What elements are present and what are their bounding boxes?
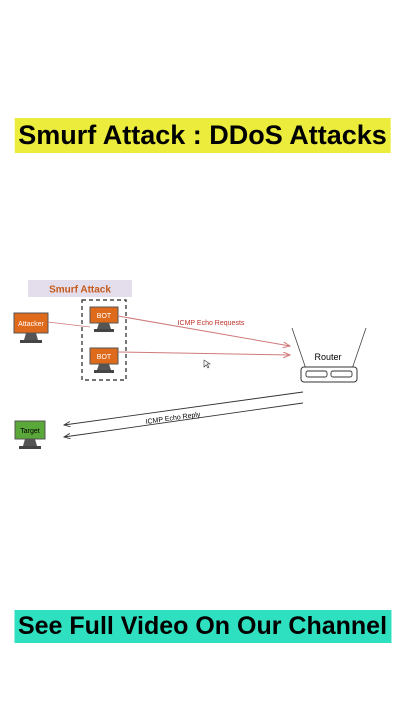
bot-1-label: BOT [97, 313, 112, 320]
router-icon [291, 327, 367, 383]
request-arrow-2 [117, 351, 290, 355]
title-banner: Smurf Attack : DDoS Attacks [14, 118, 391, 153]
cta-banner: See Full Video On Our Channel [13, 610, 392, 643]
bot-2-label: BOT [97, 354, 112, 361]
bots-group-box [81, 299, 127, 381]
mouse-pointer-icon [203, 359, 211, 369]
attacker-to-bot-line [47, 321, 91, 328]
router-label: Router [314, 352, 341, 362]
bot-monitor-2: BOT [89, 347, 119, 373]
target-label: Target [20, 428, 40, 435]
attacker-monitor: Attacker [13, 312, 49, 343]
target-monitor: Target [14, 420, 46, 449]
bot-monitor-1: BOT [89, 306, 119, 332]
request-arrow-label: ICMP Echo Requests [178, 320, 245, 327]
diagram-header: Smurf Attack [28, 280, 132, 297]
diagram-header-label: Smurf Attack [49, 285, 111, 296]
attacker-label: Attacker [18, 321, 44, 328]
reply-arrow-2 [64, 402, 304, 437]
reply-arrow-1 [64, 391, 304, 425]
request-arrow-1 [117, 315, 290, 346]
reply-arrow-label: ICMP Echo Reply [145, 411, 201, 426]
